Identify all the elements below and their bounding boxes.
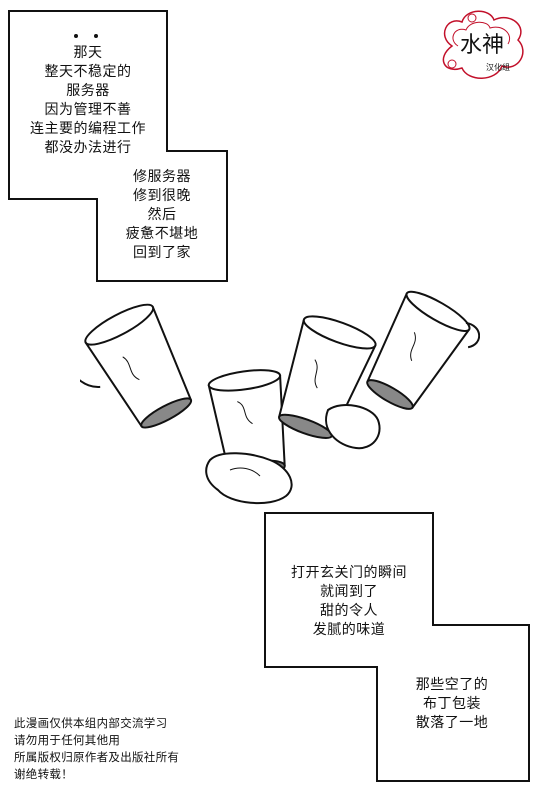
panel-border [376, 780, 530, 782]
caption-bottom-first: 打开玄关门的瞬间 就闻到了 甜的令人 发腻的味道 [291, 565, 407, 638]
panel-border [528, 624, 530, 782]
panel-border [264, 512, 434, 514]
panel-border [166, 10, 168, 152]
svg-text:水神: 水神 [460, 33, 504, 58]
pudding-cup [80, 303, 193, 429]
panel-border [96, 280, 228, 282]
caption-top-second: 修服务器 修到很晚 然后 疲惫不堪地 回到了家 [125, 169, 199, 261]
panel-border [432, 624, 530, 626]
panel-border [264, 512, 266, 668]
panel-border [8, 10, 168, 12]
pudding-cup [366, 290, 480, 410]
panel-border [226, 150, 228, 282]
panel-border [8, 198, 98, 200]
copyright-notice: 此漫画仅供本组内部交流学习 请勿用于任何其他用 所属版权归原作者及出版社所有 谢… [14, 716, 180, 781]
panel-border [8, 10, 10, 200]
panel-border [432, 512, 434, 626]
caption-top-first: 那天 整天不稳定的 服务器 因为管理不善 连主要的编程工作 都没办法进行 [30, 45, 146, 156]
caption-bottom-second: 那些空了的 布丁包装 散落了一地 [415, 677, 489, 731]
group-logo: 水神 汉化组 [442, 10, 524, 79]
svg-text:汉化组: 汉化组 [486, 62, 510, 72]
pudding-cup [278, 315, 377, 439]
panel-border [96, 198, 98, 282]
caramel-spill [205, 452, 293, 505]
pudding-cups-illustration [80, 290, 480, 505]
emphasis-dots [74, 34, 104, 40]
caramel-spill [325, 404, 381, 450]
panel-border [264, 666, 378, 668]
panel-border [376, 666, 378, 782]
panel-border [166, 150, 228, 152]
